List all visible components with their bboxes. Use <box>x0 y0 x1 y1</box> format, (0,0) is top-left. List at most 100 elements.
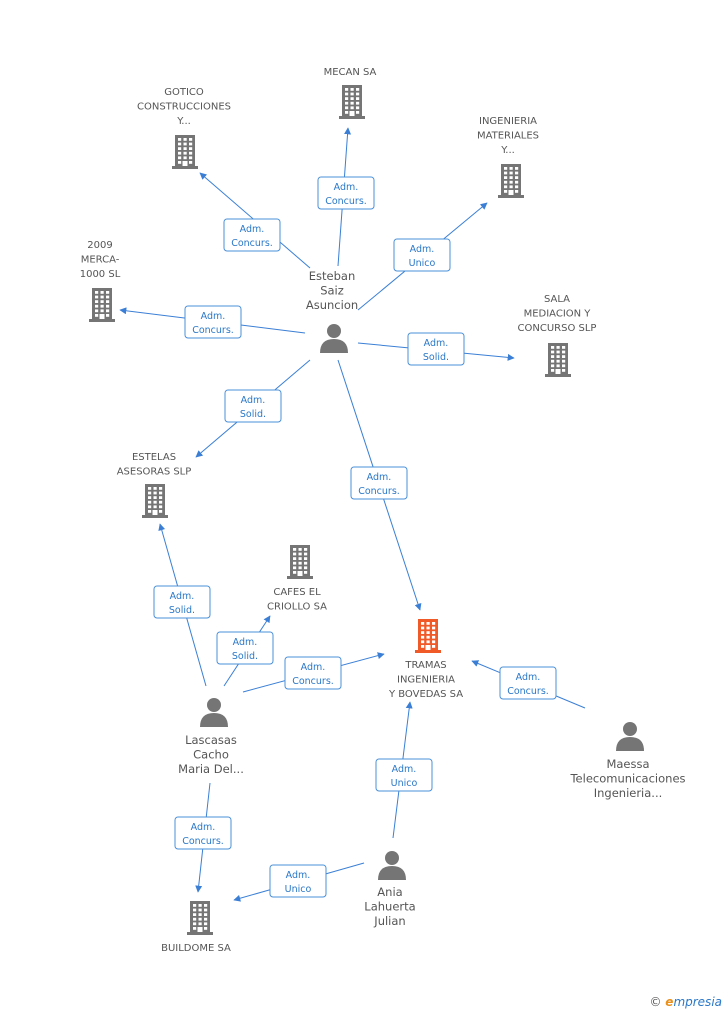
edge-label-frame <box>223 218 281 252</box>
edge-esteban-estelas: Adm. Solid. <box>195 359 311 458</box>
edge-label-line: Concurs. <box>231 238 273 249</box>
edge-label-line: Solid. <box>169 605 195 616</box>
node-label-line: Esteban <box>309 269 355 283</box>
edge-label-frame <box>174 816 232 850</box>
edge-lascasas-tramas: Adm. Concurs. <box>242 652 385 693</box>
building-icon <box>498 164 524 198</box>
edge-label-line: Adm. <box>424 338 449 349</box>
edge-label-line: Adm. <box>170 591 195 602</box>
person-icon <box>320 324 348 353</box>
node-label-line: Lascasas <box>185 733 237 747</box>
node-label-line: CAFES EL <box>273 587 321 598</box>
edge-label-line: Concurs. <box>182 836 224 847</box>
edge-label-line: Concurs. <box>507 686 549 697</box>
node-label-line: Julian <box>373 914 405 928</box>
edge-label-line: Adm. <box>201 311 226 322</box>
edge-label-box[interactable]: Adm.Concurs. <box>184 305 242 339</box>
edge-label-box[interactable]: Adm.Concurs. <box>223 218 281 252</box>
edge-label-box[interactable]: Adm. Concurs. <box>174 816 232 850</box>
node-buildome[interactable]: BUILDOME SA <box>161 901 231 954</box>
node-label-line: BUILDOME SA <box>161 943 231 954</box>
edge-label-frame <box>499 666 557 700</box>
edge-label-box[interactable]: Adm. Solid. <box>153 585 211 619</box>
person-icon <box>200 698 228 727</box>
edge-lascasas-cafes: Adm.Solid. <box>216 615 274 687</box>
building-icon <box>415 619 441 653</box>
edge-label-line: Concurs. <box>292 676 334 687</box>
edge-label-line: Adm. <box>191 822 216 833</box>
edge-esteban-ingmat: Adm.Unico <box>357 202 488 311</box>
node-gotico[interactable]: GOTICOCONSTRUCCIONESY... <box>137 87 231 169</box>
copyright-symbol: © <box>649 995 662 1009</box>
edge-label-box[interactable]: Adm. Concurs. <box>317 176 375 210</box>
node-label-line: MATERIALES <box>477 131 539 142</box>
node-cafes[interactable]: CAFES EL CRIOLLO SA <box>267 545 327 613</box>
node-label-line: CONCURSO SLP <box>518 323 597 334</box>
edge-label-frame <box>284 656 342 690</box>
edge-label-box[interactable]: Adm. Concurs. <box>284 656 342 690</box>
edge-label-line: Adm. <box>367 472 392 483</box>
edge-label-line: Solid. <box>232 651 258 662</box>
node-label-line: Y... <box>500 145 515 156</box>
edge-ania-tramas: Adm.Unico <box>375 701 433 839</box>
edge-esteban-tramas: Adm. Concurs. <box>337 359 422 611</box>
edge-label-frame <box>317 176 375 210</box>
node-label-line: 2009 <box>87 240 112 251</box>
edge-label-line: Adm. <box>301 662 326 673</box>
person-icon <box>378 851 406 880</box>
edge-label-box[interactable]: Adm.Unico <box>375 758 433 792</box>
node-label-line: GOTICO <box>164 87 204 98</box>
node-label-line: Y BOVEDAS SA <box>388 689 463 700</box>
building-icon <box>142 484 168 518</box>
building-icon <box>287 545 313 579</box>
edge-label-line: Concurs. <box>325 196 367 207</box>
edge-esteban-gotico: Adm.Concurs. <box>199 172 311 269</box>
edge-label-box[interactable]: Adm. Solid. <box>224 389 282 423</box>
edge-label-line: Concurs. <box>358 486 400 497</box>
node-label-line: 1000 SL <box>80 269 121 280</box>
node-label-line: Y... <box>176 116 191 127</box>
edge-label-line: Adm. <box>410 244 435 255</box>
building-icon <box>172 135 198 169</box>
edge-label-box[interactable]: Adm.Solid. <box>216 631 274 665</box>
edge-lascasas-buildome: Adm. Concurs. <box>174 782 232 893</box>
edge-label-line: Solid. <box>240 409 266 420</box>
building-icon <box>89 288 115 322</box>
node-label-line: Lahuerta <box>364 900 415 914</box>
node-label-line: CRIOLLO SA <box>267 602 327 613</box>
node-label-line: Cacho <box>193 748 229 762</box>
node-mecan[interactable]: MECAN SA <box>324 67 377 119</box>
edge-esteban-sala: Adm. Solid. <box>357 332 515 366</box>
node-label-line: Asuncion <box>306 298 358 312</box>
edge-label-box[interactable]: Adm.Unico <box>269 864 327 898</box>
edge-label-line: Adm. <box>334 182 359 193</box>
edge-label-line: Unico <box>285 884 312 895</box>
edge-label-frame <box>407 332 465 366</box>
edge-maessa-tramas: Adm.Concurs. <box>471 660 586 709</box>
edge-label-line: Solid. <box>423 352 449 363</box>
edge-esteban-mecan: Adm. Concurs. <box>317 127 375 267</box>
edge-label-line: Unico <box>391 778 418 789</box>
edge-label-box[interactable]: Adm.Unico <box>393 238 451 272</box>
edge-label-box[interactable]: Adm. Solid. <box>407 332 465 366</box>
node-label-line: Ingenieria... <box>594 786 663 800</box>
node-ingmat[interactable]: INGENIERIAMATERIALESY... <box>477 116 539 198</box>
node-maessa[interactable]: MaessaTelecomunicacionesIngenieria... <box>569 722 686 800</box>
edge-label-box[interactable]: Adm. Concurs. <box>350 466 408 500</box>
edge-label-line: Adm. <box>241 395 266 406</box>
node-label-line: ESTELAS <box>132 452 176 463</box>
edge-esteban-merca: Adm.Concurs. <box>119 305 306 339</box>
edge-label-frame <box>350 466 408 500</box>
edge-label-frame <box>224 389 282 423</box>
edge-label-box[interactable]: Adm.Concurs. <box>499 666 557 700</box>
edge-label-frame <box>269 864 327 898</box>
edge-ania-buildome: Adm.Unico <box>233 862 365 902</box>
